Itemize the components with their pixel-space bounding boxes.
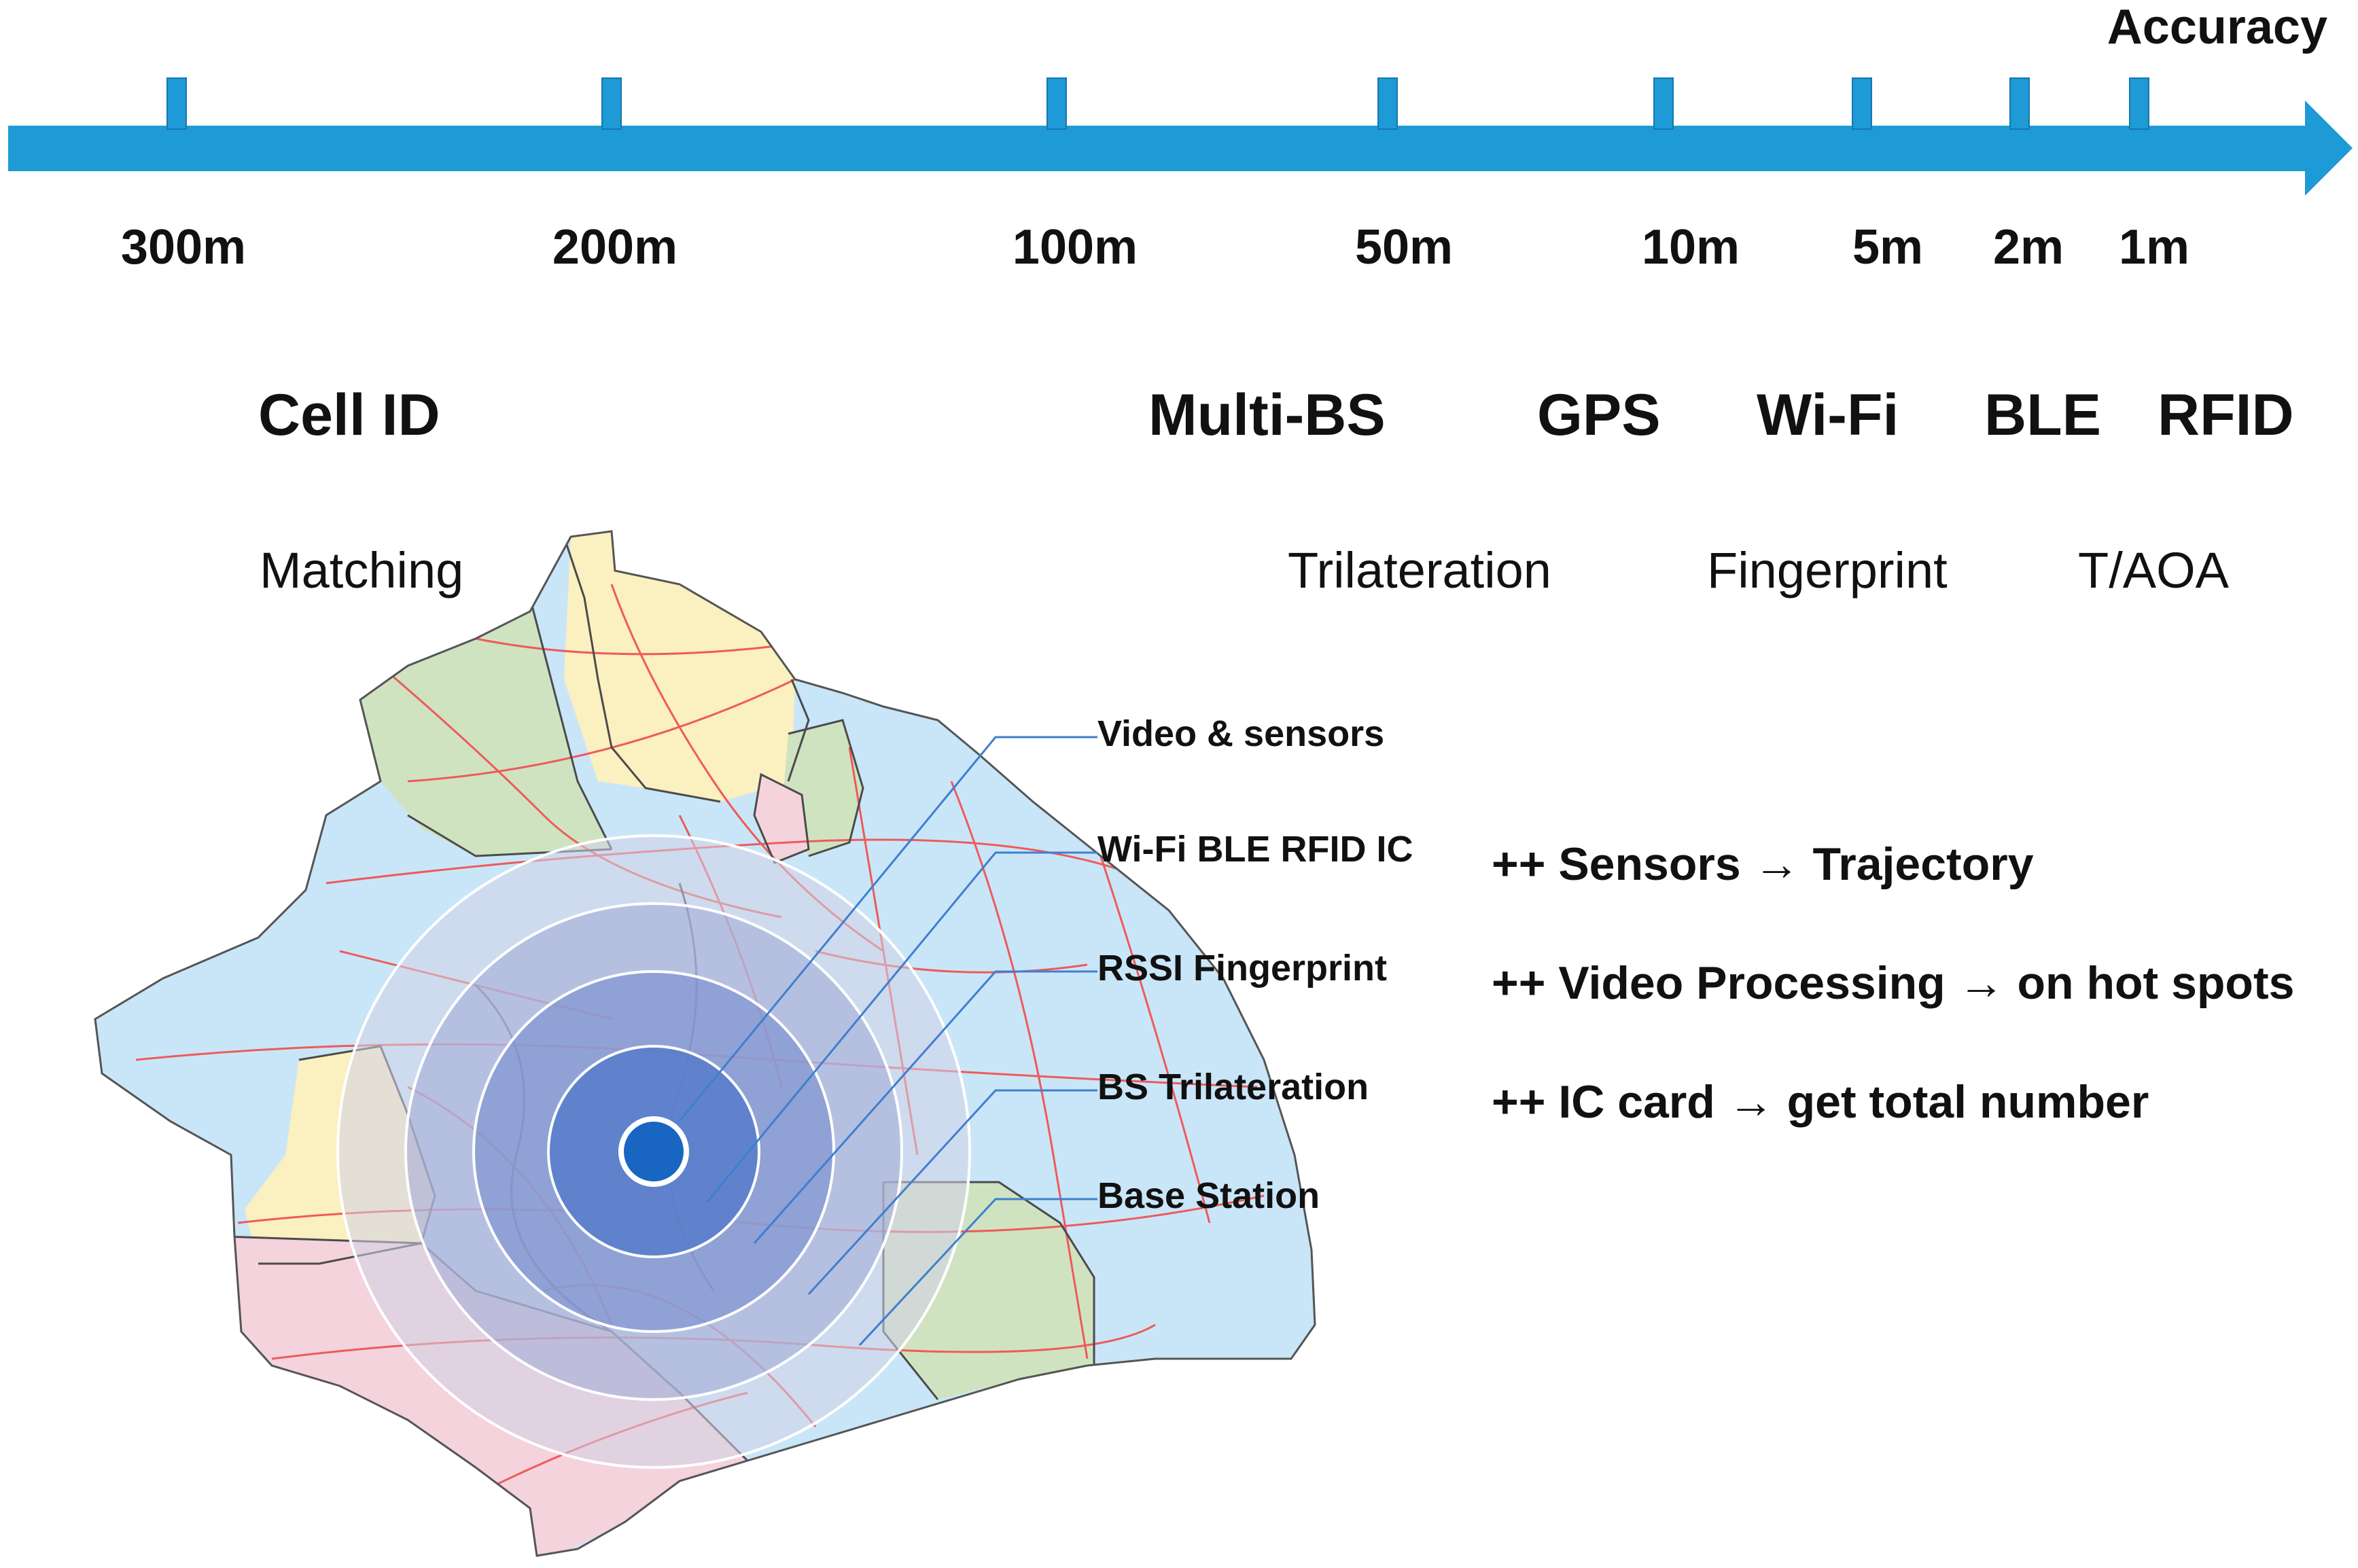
- method-label: Matching: [260, 542, 463, 599]
- coverage-rings: [336, 834, 971, 1469]
- technology-label: BLE: [1984, 382, 2101, 448]
- ring-leader-lines: [678, 736, 1097, 1347]
- note-result: on hot spots: [2005, 957, 2295, 1009]
- tick-label: 5m: [1852, 220, 1923, 274]
- note-line: ++ Video Processing → on hot spots: [1492, 957, 2294, 1009]
- technology-label: RFID: [2158, 382, 2294, 448]
- technology-label: Wi-Fi: [1757, 382, 1899, 448]
- tick-labels: 300m 200m 100m 50m 10m 5m 2m 1m: [121, 220, 2189, 274]
- tick-label: 300m: [121, 220, 246, 274]
- tick-label: 10m: [1642, 220, 1740, 274]
- arrow-right-icon: →: [1728, 1076, 1774, 1128]
- technology-label: Multi-BS: [1148, 382, 1386, 448]
- map-region-north: [564, 531, 795, 802]
- note-subject: ++ Sensors: [1492, 838, 1754, 890]
- technology-label: GPS: [1537, 382, 1661, 448]
- accuracy-axis: 300m 200m 100m 50m 10m 5m 2m 1m Accuracy: [8, 0, 2353, 274]
- tick-label: 200m: [552, 220, 678, 274]
- tick-mark: [1852, 77, 1872, 130]
- tick-marks: [166, 77, 2149, 130]
- tick-mark: [601, 77, 622, 130]
- tick-mark: [2129, 77, 2149, 130]
- leader-line: [858, 1198, 1097, 1347]
- ring-label: RSSI Fingerprint: [1097, 948, 1387, 988]
- leader-line: [678, 736, 1097, 1122]
- technology-label: Cell ID: [258, 382, 440, 448]
- tick-mark: [1377, 77, 1398, 130]
- note-line: ++ IC card → get total number: [1492, 1076, 2149, 1128]
- map-outline: [94, 530, 1316, 1557]
- method-labels: Matching Trilateration Fingerprint T/AOA: [260, 542, 2230, 599]
- leader-line: [807, 1089, 1097, 1296]
- note-subject: ++ IC card: [1492, 1076, 1728, 1128]
- technology-labels: Cell ID Multi-BS GPS Wi-Fi BLE RFID: [258, 382, 2294, 448]
- leader-line: [753, 970, 1097, 1244]
- method-label: Fingerprint: [1707, 542, 1948, 599]
- leader-line: [705, 851, 1097, 1203]
- tick-mark: [1046, 77, 1067, 130]
- method-label: T/AOA: [2078, 542, 2230, 599]
- note-result: Trajectory: [1800, 838, 2034, 890]
- axis-title: Accuracy: [2107, 0, 2327, 54]
- tick-label: 100m: [1013, 220, 1138, 274]
- note-subject: ++ Video Processing: [1492, 957, 1958, 1009]
- tick-label: 1m: [2119, 220, 2189, 274]
- note-line: ++ Sensors → Trajectory: [1492, 838, 2034, 890]
- notes-list: ++ Sensors → Trajectory ++ Video Processi…: [1492, 838, 2294, 1128]
- tick-label: 2m: [1993, 220, 2064, 274]
- arrow-right-icon: →: [1958, 957, 2005, 1009]
- coverage-ring: [618, 1116, 689, 1187]
- axis-arrow: [8, 101, 2353, 196]
- tick-mark: [166, 77, 187, 130]
- note-result: get total number: [1774, 1076, 2149, 1128]
- ring-label: Wi-Fi BLE RFID IC: [1097, 829, 1413, 870]
- tick-label: 50m: [1355, 220, 1453, 274]
- arrow-right-icon: →: [1754, 838, 1800, 890]
- map-region-small: [754, 774, 809, 863]
- ring-label: BS Trilateration: [1097, 1067, 1369, 1107]
- method-label: Trilateration: [1288, 542, 1551, 599]
- ring-label: Video & sensors: [1097, 713, 1384, 754]
- ring-label: Base Station: [1097, 1175, 1320, 1216]
- tick-mark: [2009, 77, 2030, 130]
- tick-mark: [1653, 77, 1674, 130]
